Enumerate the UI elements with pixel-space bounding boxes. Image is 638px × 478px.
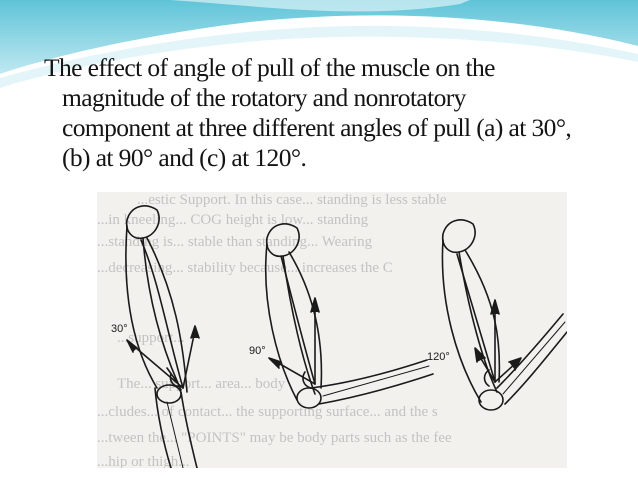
background-text-line: The... support... area... body (117, 376, 286, 392)
panel-b-angle-label: 90° (249, 345, 266, 357)
background-text-line: ...tween the... "POINTS" may be body par… (97, 430, 452, 446)
slide-title-line-4: (b) at 90° and (c) at 120°. (44, 143, 636, 173)
panel-c-angle-label: 120° (427, 351, 450, 363)
background-text-line: ...cludes... of contact... the supportin… (97, 404, 438, 420)
muscle-angle-figure: ...estic Support. In this case... standi… (97, 192, 567, 468)
slide-title-line-1: The effect of angle of pull of the muscl… (44, 53, 636, 83)
slide-title-line-2: magnitude of the rotatory and nonrotator… (44, 83, 636, 113)
panel-a-angle-label: 30° (111, 323, 128, 335)
background-text-line: ...in kneeling... COG height is low... s… (97, 212, 369, 228)
slide-body-text: The effect of angle of pull of the muscl… (44, 53, 636, 173)
background-text-line: ...estic Support. In this case... standi… (137, 192, 447, 208)
background-text-line: ...hip or thigh... (97, 454, 190, 468)
background-text-line: ...decreasing... stability because... in… (97, 260, 393, 276)
slide-title-line-3: component at three different angles of p… (44, 113, 636, 143)
background-text-line: ...standing is... stable than standing..… (97, 234, 373, 250)
